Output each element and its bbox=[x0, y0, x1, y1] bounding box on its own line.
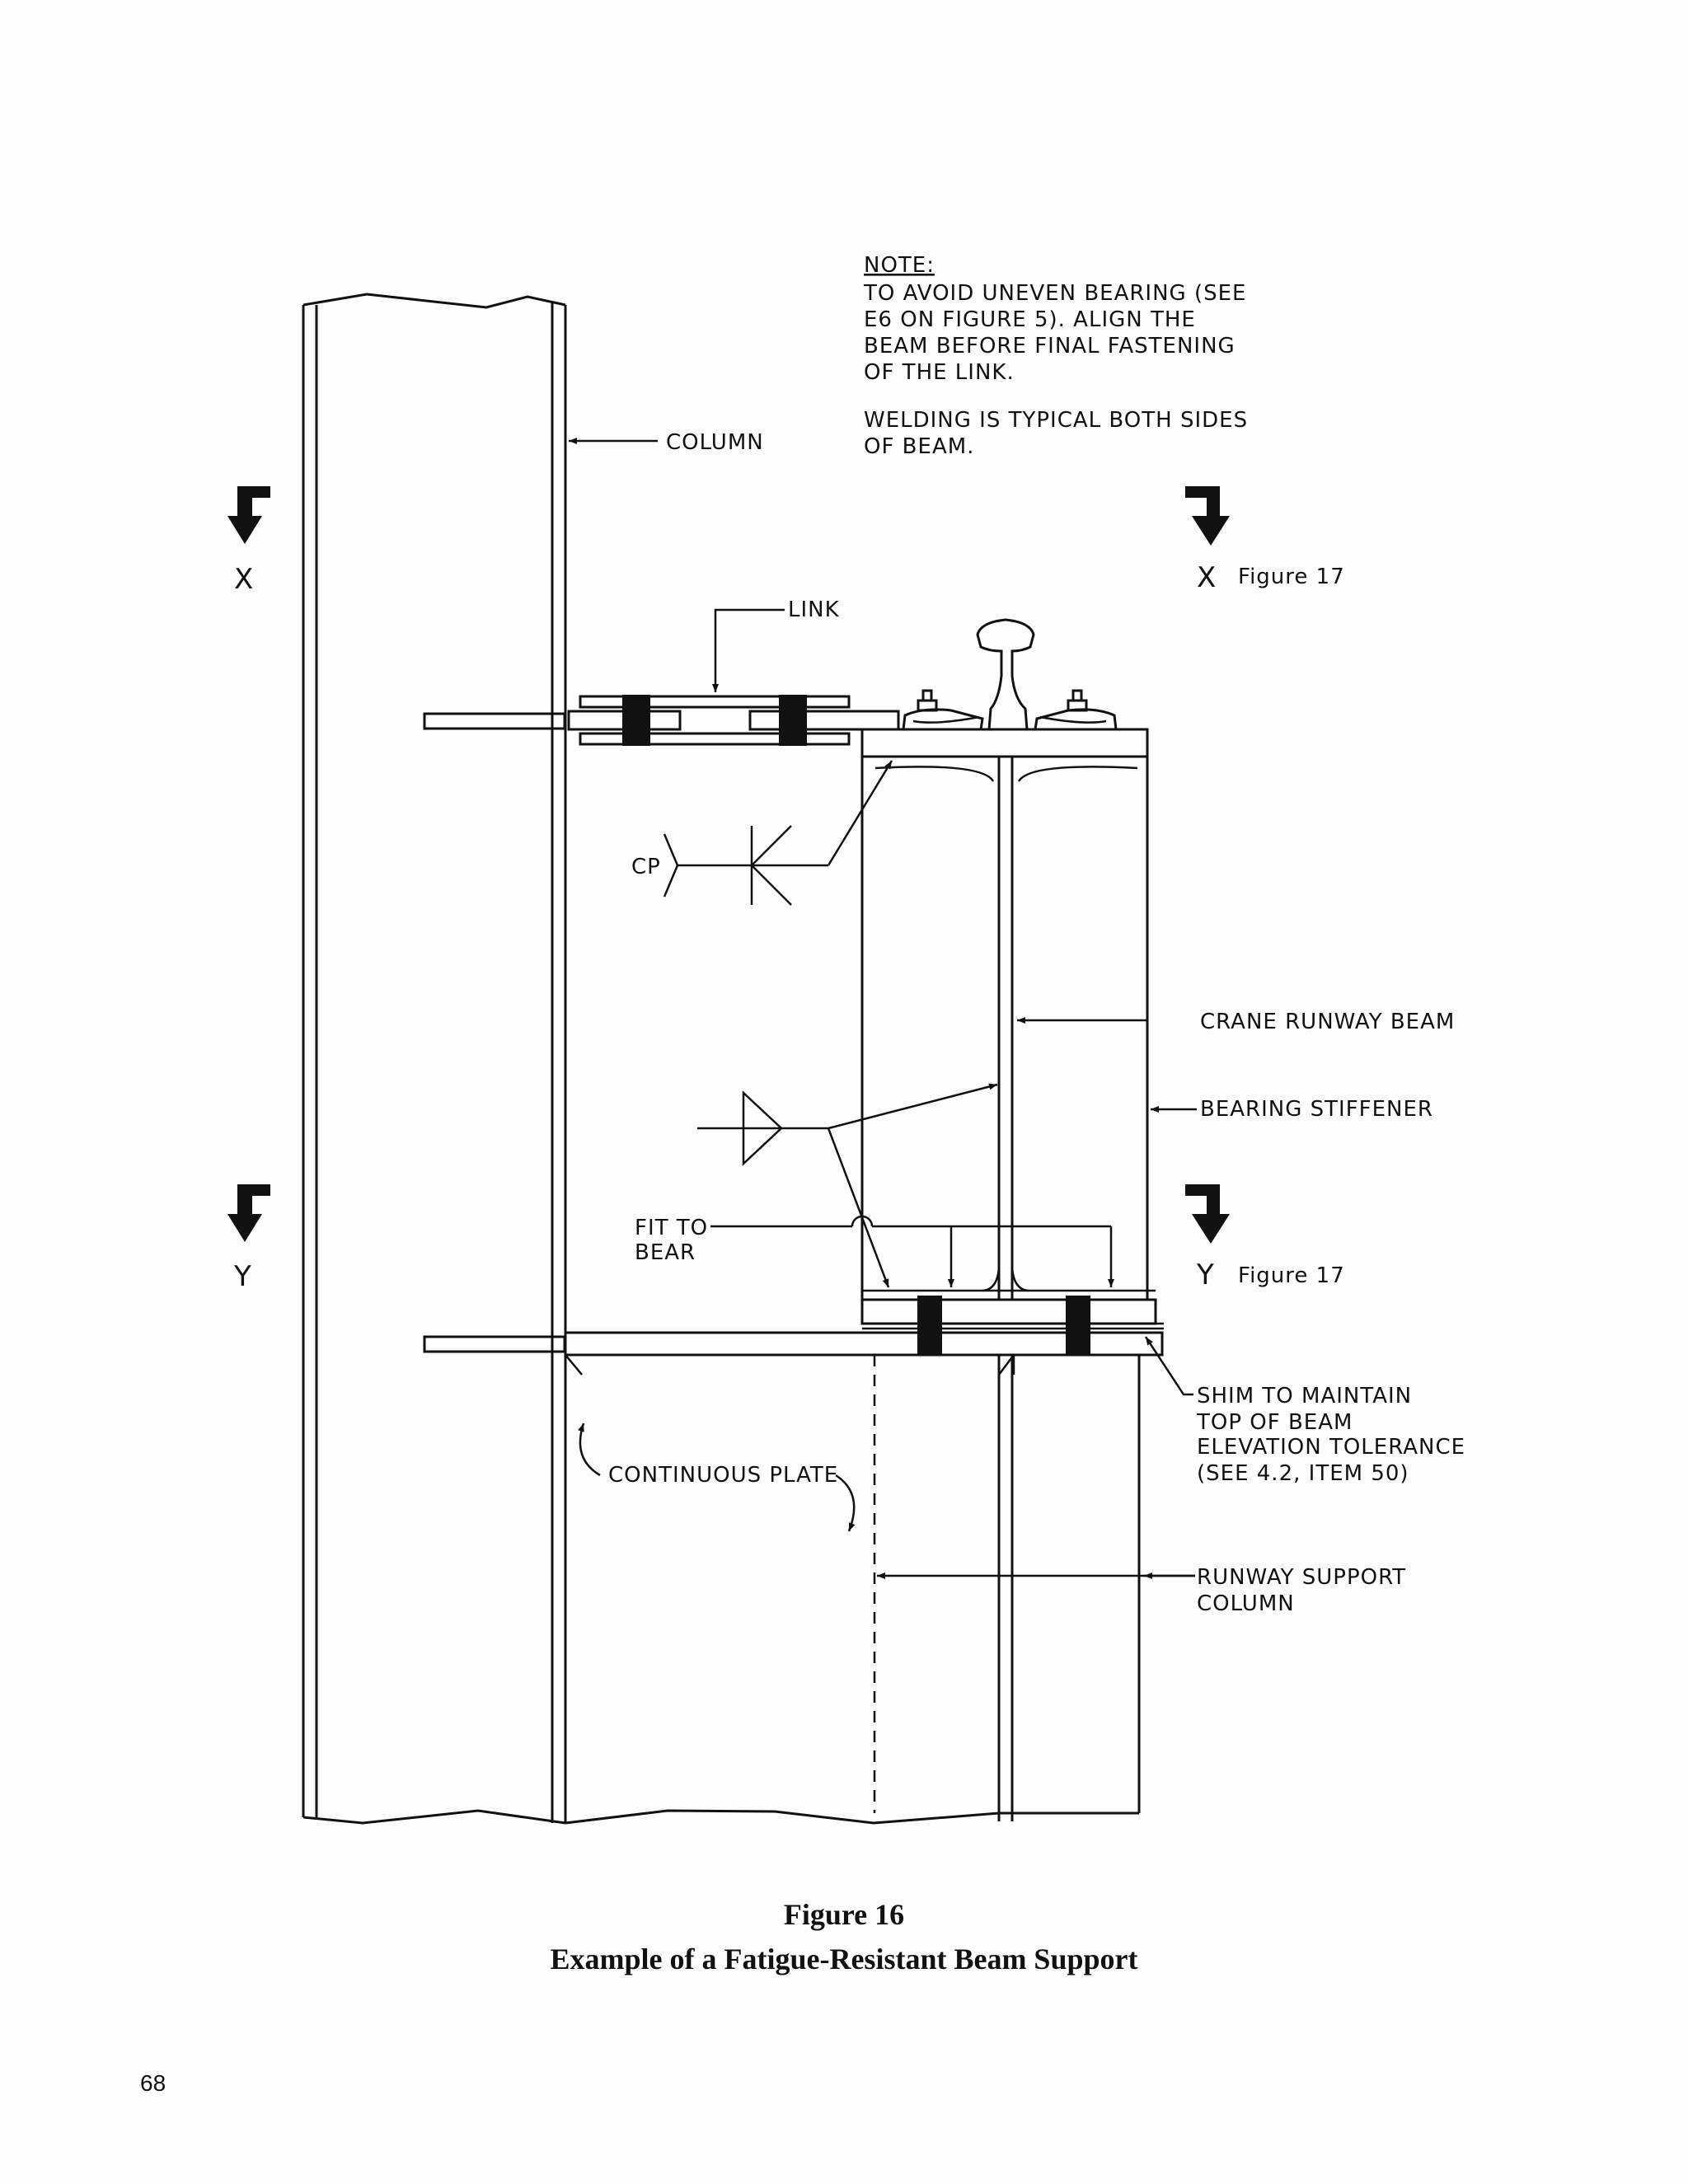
link-assembly bbox=[567, 695, 900, 746]
section-y-reference: Figure 17 bbox=[1238, 1263, 1345, 1288]
note-line: WELDING IS TYPICAL BOTH SIDES bbox=[864, 408, 1248, 433]
section-marker-y-left bbox=[227, 1184, 270, 1242]
runway-support-column-label: RUNWAY SUPPORT bbox=[1197, 1565, 1406, 1590]
shim-label: (SEE 4.2, ITEM 50) bbox=[1197, 1461, 1409, 1486]
shim-label: TOP OF BEAM bbox=[1196, 1410, 1353, 1435]
leader-lines bbox=[569, 438, 1197, 1579]
crane-runway-beam bbox=[860, 728, 1164, 1330]
note-line: BEAM BEFORE FINAL FASTENING bbox=[864, 334, 1236, 359]
crane-rail bbox=[976, 618, 1035, 730]
note-line: E6 ON FIGURE 5). ALIGN THE bbox=[864, 307, 1196, 332]
note-heading: NOTE: bbox=[864, 253, 935, 278]
section-marker-y-right bbox=[1185, 1184, 1230, 1244]
fillet-weld-symbol bbox=[697, 1083, 998, 1288]
cp-label: CP bbox=[631, 855, 661, 879]
link-label: LINK bbox=[788, 598, 840, 622]
figure-title: Example of a Fatigue-Resistant Beam Supp… bbox=[550, 1943, 1138, 1975]
section-x-reference: Figure 17 bbox=[1238, 565, 1345, 589]
section-x-right-label: X bbox=[1197, 561, 1217, 594]
rail-clip-left bbox=[902, 689, 984, 730]
note-line: OF BEAM. bbox=[864, 434, 974, 459]
rail-clip-right bbox=[1034, 689, 1118, 730]
section-marker-x-left bbox=[227, 486, 270, 544]
cp-weld-symbol bbox=[663, 760, 893, 906]
column-label: COLUMN bbox=[666, 430, 764, 455]
section-y-left-label: Y bbox=[233, 1260, 252, 1293]
runway-support-column bbox=[565, 1355, 1141, 1825]
note-line: TO AVOID UNEVEN BEARING (SEE bbox=[863, 281, 1246, 306]
fit-to-bear-label: FIT TO bbox=[635, 1216, 708, 1240]
shim-label: ELEVATION TOLERANCE bbox=[1197, 1435, 1465, 1460]
upper-bracket-plate bbox=[423, 712, 566, 730]
section-marker-x-right bbox=[1185, 486, 1230, 546]
lower-bracket-plate bbox=[423, 1335, 566, 1353]
bottom-flange-bolts bbox=[917, 1296, 1090, 1355]
building-column bbox=[302, 293, 567, 1825]
crane-runway-beam-label: CRANE RUNWAY BEAM bbox=[1200, 1010, 1455, 1034]
fit-to-bear-leader bbox=[710, 1215, 1114, 1287]
note-line: OF THE LINK. bbox=[864, 360, 1015, 385]
runway-support-column-label: COLUMN bbox=[1197, 1591, 1295, 1616]
bearing-stiffener-label: BEARING STIFFENER bbox=[1200, 1097, 1433, 1122]
section-x-left-label: X bbox=[234, 563, 254, 596]
continuous-plate-label: CONTINUOUS PLATE bbox=[608, 1463, 838, 1488]
section-y-right-label: Y bbox=[1196, 1258, 1215, 1291]
shim-label: SHIM TO MAINTAIN bbox=[1197, 1384, 1412, 1408]
fit-to-bear-label: BEAR bbox=[635, 1240, 696, 1265]
figure-number: Figure 16 bbox=[783, 1898, 905, 1931]
page-number: 68 bbox=[140, 2070, 166, 2096]
